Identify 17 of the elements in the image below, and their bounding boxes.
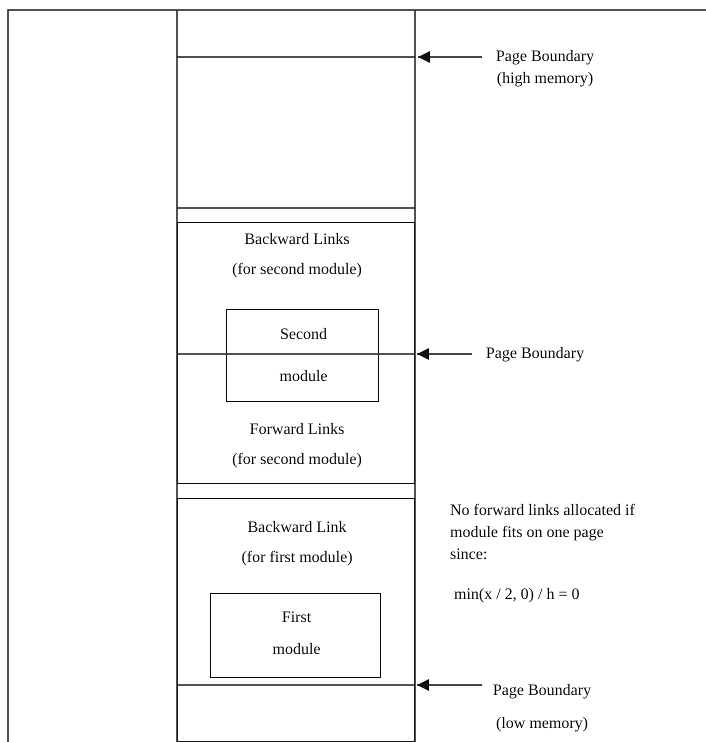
memory-region (177, 498, 415, 742)
module-box (210, 593, 381, 678)
module-box (226, 309, 379, 402)
formula-text: min(x / 2, 0) / h = 0 (454, 585, 580, 605)
region-text: Backward Links (for second module) (231, 230, 363, 280)
note-text: No forward links allocated if module fits on one page since: (450, 501, 636, 565)
boundary-label: Page Boundary (484, 344, 586, 364)
arrow (417, 679, 482, 691)
boundary-label: Page Boundary (high memory) (494, 47, 596, 89)
boundary-label: Page Boundary (low memory) (492, 681, 592, 734)
region-text: Second module (278, 325, 328, 387)
region-text: Forward Links (for second module) (231, 420, 363, 470)
arrow (417, 348, 472, 360)
region-text: First module (272, 608, 322, 660)
arrow (418, 51, 482, 63)
memory-region (177, 222, 415, 484)
region-text: Backward Link (for first module) (240, 518, 354, 568)
